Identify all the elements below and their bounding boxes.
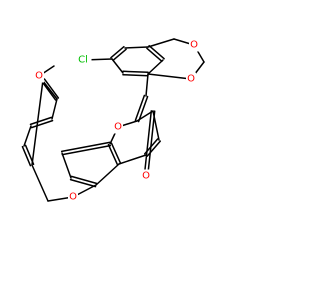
single-bond-line — [111, 58, 124, 74]
atom-label-background — [189, 38, 199, 52]
double-bond-line — [29, 116, 53, 126]
bond-layer — [21, 38, 205, 202]
double-bond-line — [107, 143, 119, 166]
single-bond-line — [31, 79, 44, 166]
double-bond-line — [60, 141, 111, 153]
single-bond-line — [51, 98, 58, 120]
atom-label-background — [141, 169, 151, 183]
single-bond-line — [61, 152, 72, 179]
oxygen-atom-label: O — [69, 192, 77, 203]
double-bond-line — [43, 78, 60, 99]
double-bond-line — [146, 110, 156, 177]
single-bond-line — [147, 59, 164, 75]
double-bond-line — [110, 45, 125, 59]
double-bond-line — [122, 70, 149, 74]
oxygen-atom-label: O — [142, 171, 150, 182]
double-bond-line — [70, 175, 98, 185]
double-bond-line — [122, 73, 149, 77]
atom-label-background — [74, 53, 92, 67]
double-bond-line — [40, 80, 57, 101]
oxygen-atom-label: O — [35, 71, 43, 82]
double-bond-line — [137, 95, 149, 123]
oxygen-atom-label: O — [190, 40, 198, 51]
single-bond-line — [118, 154, 147, 165]
double-bond-line — [143, 110, 153, 177]
double-bond-line — [21, 145, 32, 167]
double-bond-line — [30, 119, 54, 129]
single-bond-line — [145, 73, 149, 97]
double-bond-line — [110, 142, 122, 165]
single-bond-line — [147, 73, 192, 80]
double-bond-line — [146, 47, 163, 63]
double-bond-line — [134, 94, 146, 122]
single-bond-line — [23, 125, 32, 147]
single-bond-line — [136, 110, 154, 122]
double-bond-line — [69, 178, 97, 188]
atom-label-background — [68, 190, 78, 204]
single-bond-line — [31, 164, 49, 202]
atom-label-background — [186, 72, 196, 86]
single-bond-line — [147, 38, 175, 48]
single-bond-line — [124, 46, 149, 49]
double-bond-line — [112, 48, 127, 62]
atom-label-background — [34, 69, 44, 83]
atom-label-background — [113, 120, 123, 134]
single-bond-line — [95, 163, 120, 186]
oxygen-atom-label: O — [187, 74, 195, 85]
double-bond-line — [61, 144, 112, 156]
chlorine-atom-label: Cl — [78, 55, 88, 66]
double-bond-line — [148, 44, 165, 60]
oxygen-atom-label: O — [114, 122, 122, 133]
